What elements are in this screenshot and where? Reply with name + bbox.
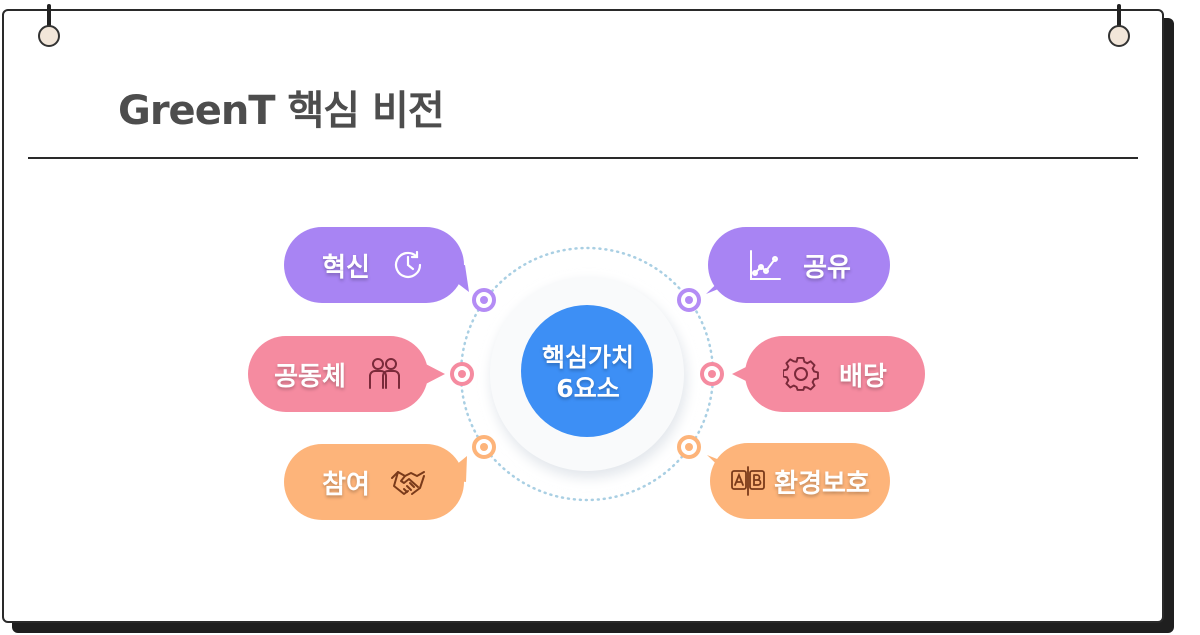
node-participation: [472, 435, 496, 459]
value-bubble-community: 공동체: [248, 336, 428, 412]
line-graph-icon: [747, 247, 783, 283]
value-label: 배당: [839, 361, 887, 392]
value-bubble-innovation: 혁신: [284, 227, 464, 303]
value-label: 공유: [803, 252, 851, 283]
hanging-pin-left: [37, 4, 61, 48]
node-community: [450, 362, 474, 386]
value-label: 혁신: [322, 252, 370, 283]
people-icon: [366, 356, 402, 392]
value-label: 환경보호: [774, 468, 870, 499]
center-label-line2: 6요소: [556, 374, 620, 403]
value-bubble-dividend: 배당: [745, 336, 925, 412]
title-divider: [28, 157, 1138, 159]
value-bubble-environment: 환경보호: [710, 443, 890, 519]
handshake-icon: [390, 464, 426, 500]
page-title: GreenT 핵심 비전: [118, 88, 445, 134]
value-bubble-participation: 참여: [284, 444, 464, 520]
node-dividend: [700, 362, 724, 386]
node-environment: [677, 435, 701, 459]
hanging-pin-right: [1107, 4, 1131, 48]
value-label: 공동체: [274, 361, 346, 392]
node-sharing: [677, 288, 701, 312]
center-circle: [521, 305, 653, 437]
value-label: 참여: [322, 469, 370, 500]
node-innovation: [472, 288, 496, 312]
gear-icon: [783, 356, 819, 392]
value-bubble-sharing: 공유: [708, 227, 890, 303]
ab-translate-icon: [730, 463, 766, 499]
clock-icon: [390, 247, 426, 283]
center-label: 핵심가치 6요소: [523, 342, 653, 404]
center-label-line1: 핵심가치: [541, 343, 634, 372]
